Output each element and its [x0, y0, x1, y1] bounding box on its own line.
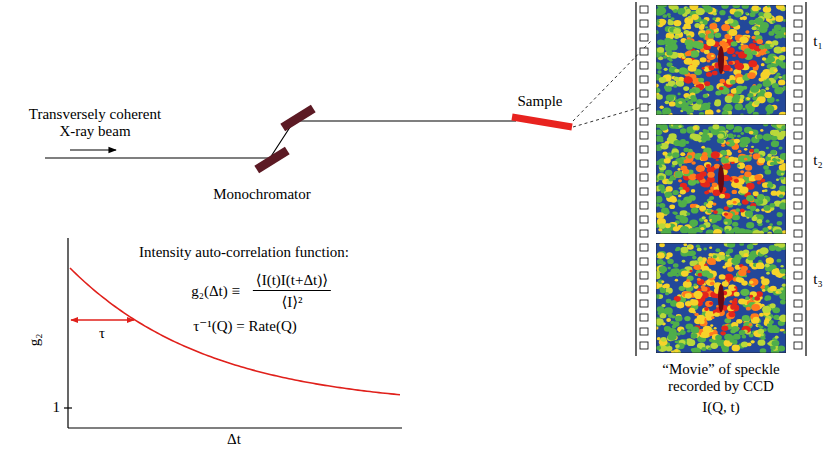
sprocket-hole: [640, 104, 648, 111]
formula-numerator: ⟨I(t)I(t+Δt)⟩: [253, 272, 331, 291]
sprocket-hole: [640, 202, 648, 209]
sprocket-hole: [794, 132, 802, 139]
sprocket-hole: [794, 300, 802, 307]
sprocket-hole: [794, 202, 802, 209]
monochromator-crystal: [280, 105, 315, 132]
sprocket-hole: [640, 174, 648, 181]
beam-direction-arrow: [70, 149, 116, 150]
caption: I(Q, t): [702, 399, 740, 416]
sprocket-hole: [794, 104, 802, 111]
sprocket-hole: [794, 342, 802, 349]
sprocket-hole: [794, 62, 802, 69]
sprocket-hole: [640, 258, 648, 265]
sprocket-hole: [794, 272, 802, 279]
sprocket-hole: [640, 314, 648, 321]
correlation-plot: [64, 238, 402, 428]
sprocket-hole: [794, 34, 802, 41]
sprocket-hole: [794, 314, 802, 321]
sprocket-hole: [794, 258, 802, 265]
sample-bar: [512, 117, 572, 127]
speckle-frame: [656, 5, 786, 115]
axis-label: Δt: [227, 431, 241, 448]
tick-label: 1: [53, 399, 61, 416]
sprocket-hole: [794, 328, 802, 335]
monochromator-crystal: [254, 147, 289, 174]
sprocket-hole: [794, 188, 802, 195]
sample-label: Sample: [518, 93, 563, 110]
time-label: t₂: [813, 152, 822, 169]
tau-label: τ: [99, 325, 105, 342]
sprocket-hole: [640, 90, 648, 97]
sprocket-hole: [794, 48, 802, 55]
decay-curve: [70, 268, 400, 395]
tau-arrow: [71, 319, 134, 320]
sprocket-hole: [640, 48, 648, 55]
sprocket-hole: [794, 118, 802, 125]
sprocket-hole: [794, 146, 802, 153]
time-label: t₁: [813, 33, 822, 50]
projection-line: [573, 40, 652, 121]
sprocket-hole: [640, 328, 648, 335]
sprocket-hole: [640, 230, 648, 237]
sprocket-hole: [640, 300, 648, 307]
sprocket-hole: [640, 342, 648, 349]
sprocket-hole: [640, 272, 648, 279]
sprocket-hole: [794, 20, 802, 27]
sprocket-hole: [794, 76, 802, 83]
speckle-frame: [656, 243, 786, 353]
sprocket-hole: [794, 90, 802, 97]
sprocket-hole: [640, 118, 648, 125]
formula-lhs: g₂(Δt) ≡: [191, 283, 240, 300]
rate-formula: τ⁻¹(Q) = Rate(Q): [193, 318, 297, 335]
sprocket-hole: [794, 230, 802, 237]
sprocket-hole: [794, 160, 802, 167]
sprocket-hole: [794, 286, 802, 293]
speckle-frame: [656, 124, 786, 234]
sprocket-hole: [640, 160, 648, 167]
sprocket-hole: [640, 216, 648, 223]
formula-title: Intensity auto-correlation function:: [139, 244, 349, 261]
axis-label: g₂: [26, 334, 43, 347]
sprocket-hole: [640, 62, 648, 69]
sprocket-hole: [794, 174, 802, 181]
sprocket-hole: [640, 132, 648, 139]
monochromator-label: Monochromator: [213, 186, 310, 203]
sprocket-hole: [640, 20, 648, 27]
sprocket-hole: [640, 76, 648, 83]
sprocket-hole: [794, 244, 802, 251]
sprocket-hole: [794, 216, 802, 223]
formula-denominator: ⟨I⟩²: [281, 294, 302, 311]
sprocket-hole: [640, 286, 648, 293]
caption: “Movie” of speckle recorded by CCD: [654, 361, 789, 395]
time-label: t₃: [813, 271, 822, 288]
sprocket-hole: [640, 34, 648, 41]
sprocket-hole: [640, 146, 648, 153]
film-strip: [636, 2, 806, 356]
sprocket-hole: [794, 6, 802, 13]
projection-line: [573, 104, 652, 127]
beam-label: Transversely coherent X-ray beam: [20, 106, 170, 140]
sprocket-hole: [640, 244, 648, 251]
sprocket-hole: [640, 188, 648, 195]
sprocket-hole: [640, 6, 648, 13]
